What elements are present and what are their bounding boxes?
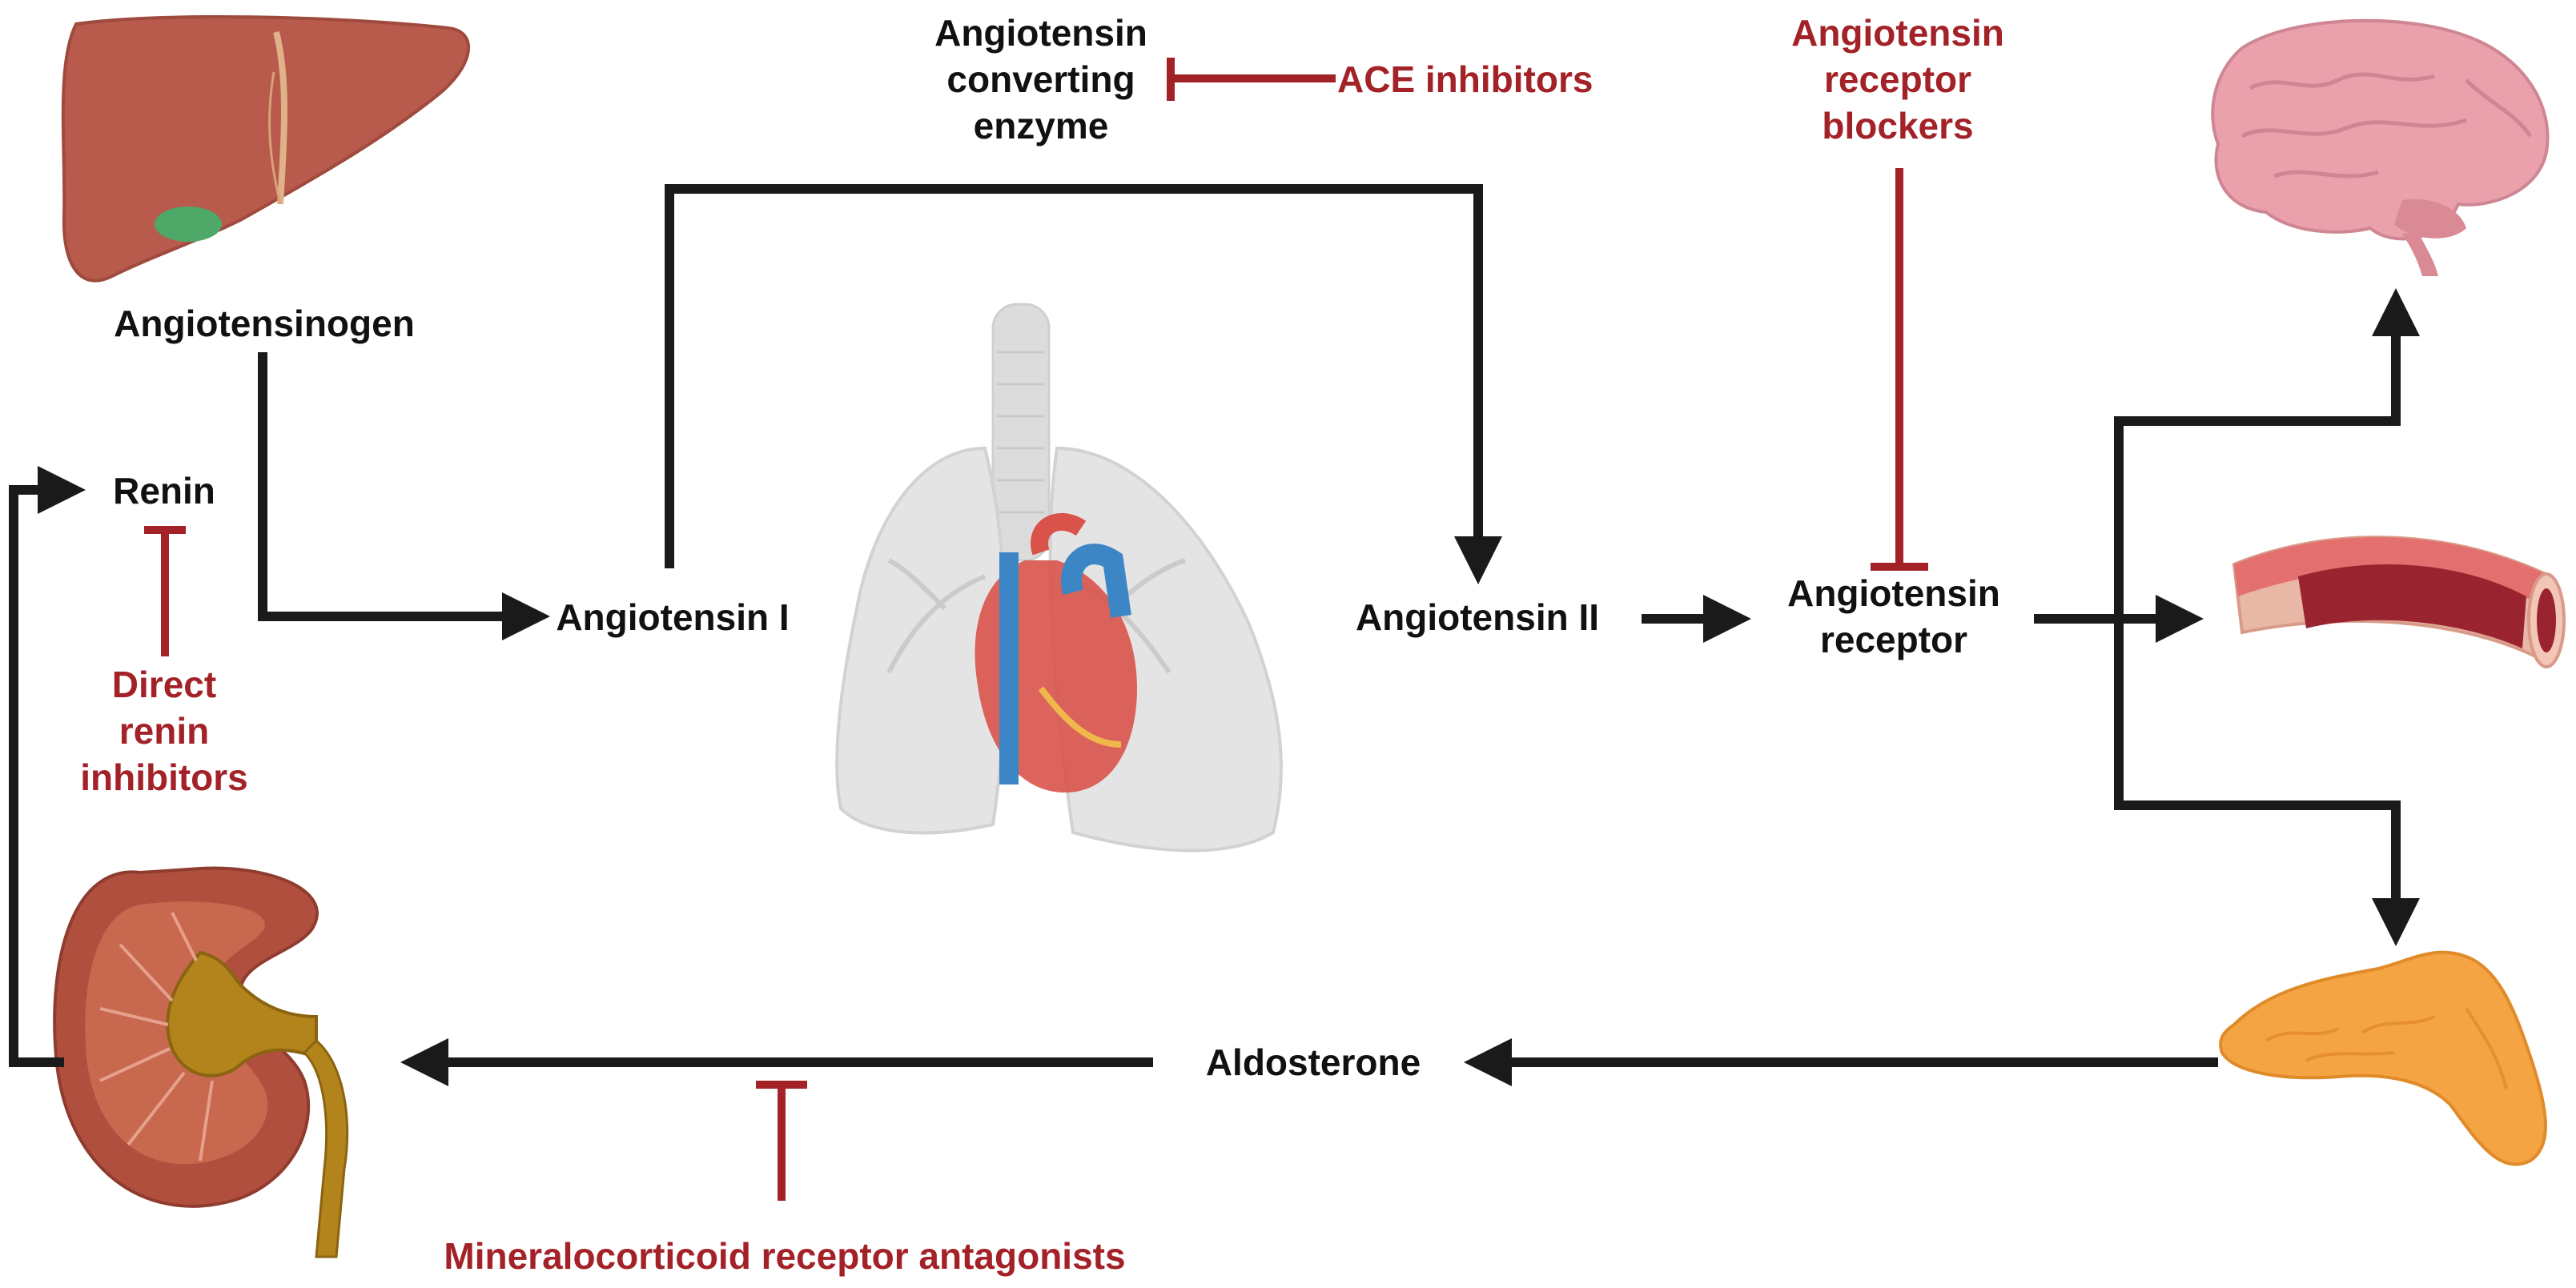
ace-label-line-1: Angiotensin bbox=[934, 12, 1147, 54]
ace-label-line-2: converting bbox=[946, 58, 1135, 100]
mra-label: Mineralocorticoid receptor antagonists bbox=[444, 1235, 1126, 1277]
receptor-label-line-2: receptor bbox=[1819, 619, 1968, 660]
liver-icon bbox=[61, 14, 471, 283]
ace-inhibitors-label: ACE inhibitors bbox=[1337, 58, 1593, 100]
arb-label: Angiotensin receptor blockers bbox=[1754, 10, 2042, 149]
arb-label-line-3: blockers bbox=[1822, 105, 1974, 146]
inhibitor-renin bbox=[144, 526, 186, 656]
inhibitor-ace bbox=[1167, 58, 1336, 101]
receptor-label-line-1: Angiotensin bbox=[1787, 572, 2000, 614]
dri-label-line-1: Direct bbox=[111, 664, 217, 705]
arb-label-line-1: Angiotensin bbox=[1791, 12, 2004, 54]
ace-label-line-3: enzyme bbox=[973, 105, 1109, 146]
inhibitor-arb bbox=[1871, 168, 1928, 571]
aldosterone-label: Aldosterone bbox=[1205, 1041, 1421, 1083]
angiotensin-ii-label: Angiotensin II bbox=[1355, 596, 1600, 638]
arrow-receptor-to-brain bbox=[2114, 288, 2420, 619]
adrenal-gland-icon bbox=[2219, 950, 2547, 1166]
arb-label-line-2: receptor bbox=[1823, 58, 1972, 100]
lungs-heart-icon bbox=[835, 303, 1283, 853]
blood-vessel-icon bbox=[2232, 536, 2566, 668]
kidney-icon bbox=[53, 866, 349, 1258]
renin-label: Renin bbox=[113, 470, 215, 512]
dri-label: Direct renin inhibitors bbox=[48, 661, 280, 800]
arrow-receptor-to-adrenal bbox=[2114, 619, 2420, 946]
brain-icon bbox=[2211, 18, 2550, 276]
angiotensinogen-label: Angiotensinogen bbox=[114, 303, 415, 344]
arrow-angiotensin-i-to-angiotensin-ii bbox=[665, 184, 1502, 584]
arrow-kidney-to-renin bbox=[9, 466, 86, 1067]
angiotensin-i-label: Angiotensin I bbox=[556, 596, 790, 638]
dri-label-line-2: renin bbox=[119, 710, 210, 752]
dri-label-line-3: inhibitors bbox=[80, 756, 248, 798]
inhibitor-mra bbox=[756, 1081, 807, 1201]
arrow-angiotensinogen-to-angiotensin-i bbox=[258, 352, 550, 640]
receptor-label: Angiotensin receptor bbox=[1762, 570, 2026, 663]
ace-label: Angiotensin converting enzyme bbox=[913, 10, 1169, 149]
